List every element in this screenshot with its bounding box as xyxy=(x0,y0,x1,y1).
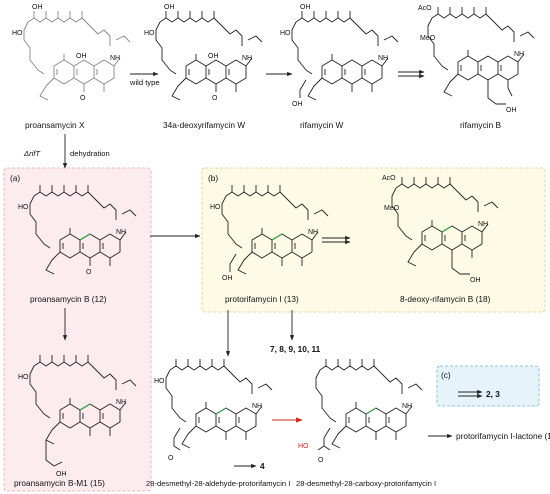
svg-text:NH: NH xyxy=(116,399,126,406)
svg-text:AcO: AcO xyxy=(382,175,396,182)
label-lactone: protorifamycin I-lactone (14) xyxy=(456,431,550,441)
svg-text:HO: HO xyxy=(18,204,29,211)
structure-rifamycin-b: AcO MeO NH OH xyxy=(418,5,535,114)
svg-text:NH: NH xyxy=(308,229,318,236)
svg-text:NH: NH xyxy=(402,403,412,410)
panel-c-box xyxy=(436,365,540,407)
structure-proansamycin-x: HO OH NH OH O xyxy=(12,4,131,102)
svg-text:OH: OH xyxy=(76,53,87,60)
products-from-13: 7, 8, 9, 10, 11 xyxy=(270,344,321,354)
label-proansamycin-x: proansamycin X xyxy=(25,120,85,130)
svg-text:HO: HO xyxy=(210,204,221,211)
svg-text:OH: OH xyxy=(32,4,43,11)
label-carboxy: 28-desmethyl-28-carboxy-protorifamycin I xyxy=(296,479,436,488)
svg-text:HO: HO xyxy=(298,443,309,450)
svg-text:NH: NH xyxy=(378,55,388,62)
svg-text:NH: NH xyxy=(110,55,120,62)
svg-text:O: O xyxy=(318,457,324,464)
wild-type-label: wild type xyxy=(129,78,160,87)
panel-a-label: (a) xyxy=(10,173,20,183)
svg-text:NH: NH xyxy=(514,51,524,58)
svg-text:AcO: AcO xyxy=(418,5,432,12)
svg-text:OH: OH xyxy=(56,471,67,478)
label-34a-deoxyrifamycin-w: 34a-deoxyrifamycin W xyxy=(163,120,245,130)
svg-text:OH: OH xyxy=(292,101,303,108)
svg-text:HO: HO xyxy=(12,30,23,37)
label-aldehyde: 28-desmethyl-28-aldehyde-protorifamycin … xyxy=(146,479,290,488)
panel-c-label: (c) xyxy=(441,370,451,380)
product-4: 4 xyxy=(260,461,265,471)
dehydration-label: dehydration xyxy=(70,149,110,158)
svg-text:OH: OH xyxy=(300,4,311,11)
panel-a-box xyxy=(3,167,152,492)
svg-text:NH: NH xyxy=(478,221,488,228)
label-rifamycin-b: rifamycin B xyxy=(460,120,501,130)
svg-text:HO: HO xyxy=(154,378,165,385)
svg-text:HO: HO xyxy=(280,30,291,37)
label-rifamycin-w: rifamycin W xyxy=(300,120,343,130)
svg-text:O: O xyxy=(168,455,174,462)
svg-text:HO: HO xyxy=(144,30,155,37)
panel-b-box xyxy=(201,167,546,313)
structure-rifamycin-w: HO OH NH OH xyxy=(280,4,399,108)
delta-rift-label: ΔrifT xyxy=(23,149,41,158)
panel-b-label: (b) xyxy=(208,173,218,183)
svg-text:OH: OH xyxy=(470,277,481,284)
label-proansamycin-b-m1: proansamycin B-M1 (15) xyxy=(14,478,105,488)
label-protorifamycin-i: protorifamycin I (13) xyxy=(225,294,299,304)
svg-text:O: O xyxy=(212,95,218,102)
svg-text:HO: HO xyxy=(18,374,29,381)
svg-text:O: O xyxy=(86,269,92,276)
svg-text:MeO: MeO xyxy=(420,35,436,42)
svg-text:NH: NH xyxy=(116,229,126,236)
products-panel-c: 2, 3 xyxy=(486,389,500,399)
structure-carboxy: HO O NH xyxy=(298,358,423,464)
svg-text:OH: OH xyxy=(208,53,219,60)
svg-text:NH: NH xyxy=(242,55,252,62)
svg-text:MeO: MeO xyxy=(384,205,400,212)
structure-34a-deoxyrifamycin-w: HO OH NH OH O xyxy=(144,4,263,102)
structure-proansamycin-b: HO NH O xyxy=(18,184,137,276)
svg-text:OH: OH xyxy=(506,107,517,114)
svg-text:NH: NH xyxy=(252,403,262,410)
svg-text:OH: OH xyxy=(164,4,175,11)
svg-text:O: O xyxy=(80,95,86,102)
structure-proansamycin-b-m1: HO NH OH xyxy=(18,354,137,478)
label-proansamycin-b: proansamycin B (12) xyxy=(30,294,107,304)
label-8-deoxy-rifamycin-b: 8-deoxy-rifamycin B (18) xyxy=(400,294,491,304)
structure-protorifamycin-i: HO NH OH xyxy=(210,184,329,282)
svg-text:OH: OH xyxy=(222,275,233,282)
structure-8-deoxy-rifamycin-b: AcO MeO NH OH xyxy=(382,175,499,284)
structure-aldehyde: HO NH O xyxy=(154,358,273,462)
